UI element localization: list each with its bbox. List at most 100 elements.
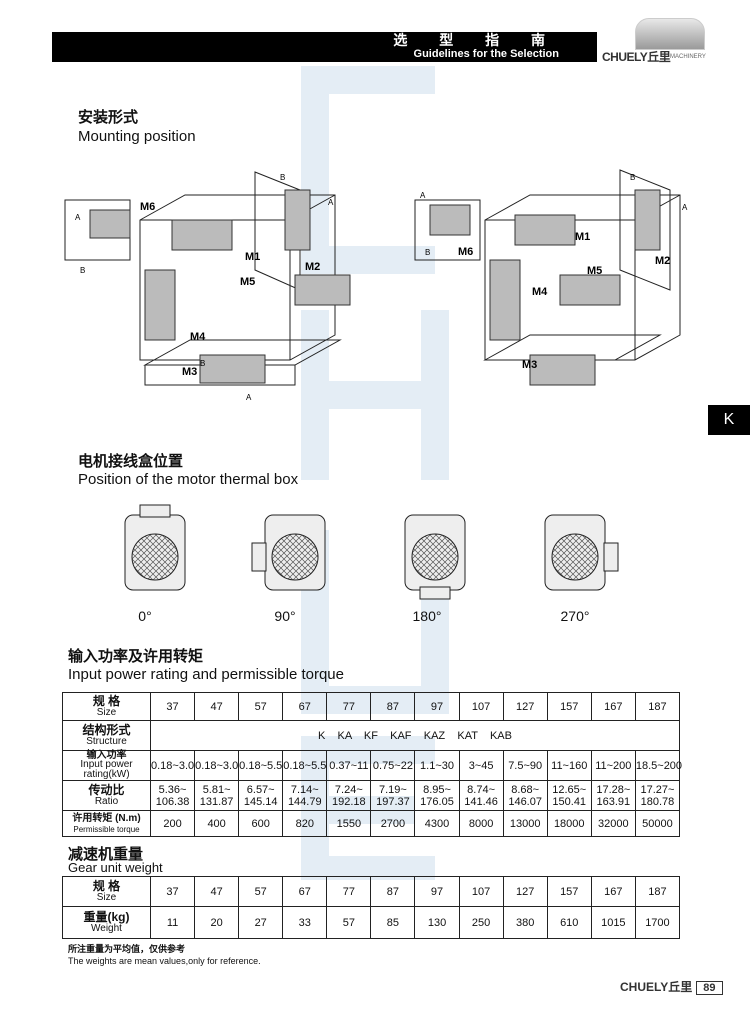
label: A — [246, 393, 252, 402]
label-m4: M4 — [190, 331, 206, 343]
weight-title-en: Gear unit weight — [68, 860, 163, 875]
table-cell: 3~45 — [458, 750, 504, 781]
table-cell: 37 — [149, 692, 196, 721]
power-title-en: Input power rating and permissible torqu… — [68, 666, 344, 683]
table-cell: 8.74~ 141.46 — [458, 780, 504, 811]
table-cell: 5.36~ 106.38 — [149, 780, 196, 811]
weight-title-cn: 减速机重量 — [68, 846, 144, 863]
table-cell: 6.57~ 145.14 — [238, 780, 284, 811]
table-cell: 67 — [282, 876, 328, 907]
table-cell: 157 — [546, 876, 592, 907]
label: A — [682, 203, 688, 212]
table-cell: 18000 — [546, 810, 592, 837]
table-cell: 13000 — [502, 810, 548, 837]
table-cell: 7.14~ 144.79 — [282, 780, 328, 811]
footer-brand: CHUELY丘里 — [620, 980, 693, 994]
table-cell: 33 — [282, 906, 328, 939]
table-cell: 7.5~90 — [502, 750, 548, 781]
table-cell: 2700 — [370, 810, 416, 837]
label: 规 格 — [92, 694, 121, 708]
angle-90: 90° — [274, 608, 296, 624]
table-cell: 0.18~3.0 — [194, 750, 240, 781]
table-cell: 127 — [502, 876, 548, 907]
gearbox-image — [635, 18, 705, 50]
label-m3: M3 — [182, 366, 197, 378]
table-cell: 187 — [634, 692, 681, 721]
table-cell: 1550 — [326, 810, 372, 837]
label-m6-b: M6 — [458, 246, 473, 258]
label-m5-b: M5 — [587, 265, 602, 277]
table-cell: 107 — [458, 692, 504, 721]
page-number: 89 — [696, 981, 723, 995]
table-cell: 85 — [370, 906, 416, 939]
table-cell: 37 — [149, 876, 196, 907]
thermal-title-cn: 电机接线盒位置 — [78, 453, 184, 470]
label: A — [75, 213, 81, 222]
label: Structure — [86, 736, 127, 747]
table-cell: K KA KF KAF KAZ KAT KAB — [150, 720, 680, 751]
label: Input power rating(kW) — [80, 759, 133, 780]
table-cell: 27 — [238, 906, 284, 939]
table-cell: 0.18~5.5 — [282, 750, 328, 781]
header-title-cn: 选 型 指 南 — [393, 32, 559, 48]
label: A — [328, 198, 334, 207]
label: Ratio — [94, 796, 119, 807]
section-tab-k[interactable]: K — [708, 405, 750, 435]
angle-180: 180° — [412, 608, 442, 624]
table-cell: 57 — [326, 906, 372, 939]
table-cell: 8.95~ 176.05 — [414, 780, 460, 811]
mounting-diagram: M1 M2 M3 M4 M5 M6 M1 M2 M3 M4 M5 M6 AB B… — [64, 169, 688, 402]
table-cell: 1700 — [634, 906, 681, 939]
label: Size — [96, 707, 117, 718]
mounting-title-en: Mounting position — [78, 128, 196, 145]
table-cell: 127 — [502, 692, 548, 721]
label-m2-b: M2 — [655, 255, 670, 267]
table-cell: 250 — [458, 906, 504, 939]
label: B — [200, 359, 205, 368]
table-cell: 11~200 — [590, 750, 636, 781]
table-cell: 47 — [194, 692, 240, 721]
table-cell: 32000 — [590, 810, 636, 837]
label-m6: M6 — [140, 201, 155, 213]
table-cell: 11~160 — [546, 750, 592, 781]
table-cell: 57 — [238, 876, 284, 907]
label-m4-b: M4 — [532, 286, 548, 298]
table-cell: 77 — [326, 876, 372, 907]
label: Permissible torque — [73, 825, 140, 834]
brand-logo: CHUELY丘里 MACHINERY — [590, 18, 720, 66]
table-cell: 200 — [149, 810, 196, 837]
label: B — [80, 266, 85, 275]
label: Weight — [91, 923, 122, 934]
table-cell: 130 — [414, 906, 460, 939]
table-cell: 820 — [282, 810, 328, 837]
table-cell: 8000 — [458, 810, 504, 837]
table-cell: 107 — [458, 876, 504, 907]
table-cell: 7.19~ 197.37 — [370, 780, 416, 811]
table-cell: 0.37~11 — [326, 750, 372, 781]
mounting-title-cn: 安装形式 — [78, 109, 139, 126]
table-cell: 5.81~ 131.87 — [194, 780, 240, 811]
table-cell: 4300 — [414, 810, 460, 837]
note-en: The weights are mean values,only for ref… — [68, 956, 261, 966]
table-cell: 0.18~5.5 — [238, 750, 284, 781]
table-cell: 12.65~ 150.41 — [546, 780, 592, 811]
thermal-title-en: Position of the motor thermal box — [78, 471, 299, 488]
table-cell: 67 — [282, 692, 328, 721]
label: 重量(kg) — [83, 910, 130, 924]
brand-sub: MACHINERY — [670, 54, 706, 60]
label-m1-b: M1 — [575, 231, 590, 243]
table-cell: 97 — [414, 692, 460, 721]
table-cell: 47 — [194, 876, 240, 907]
table-cell: 610 — [546, 906, 592, 939]
table-cell: 600 — [238, 810, 284, 837]
label: 规 格 — [92, 879, 121, 893]
table-cell: 187 — [634, 876, 681, 907]
